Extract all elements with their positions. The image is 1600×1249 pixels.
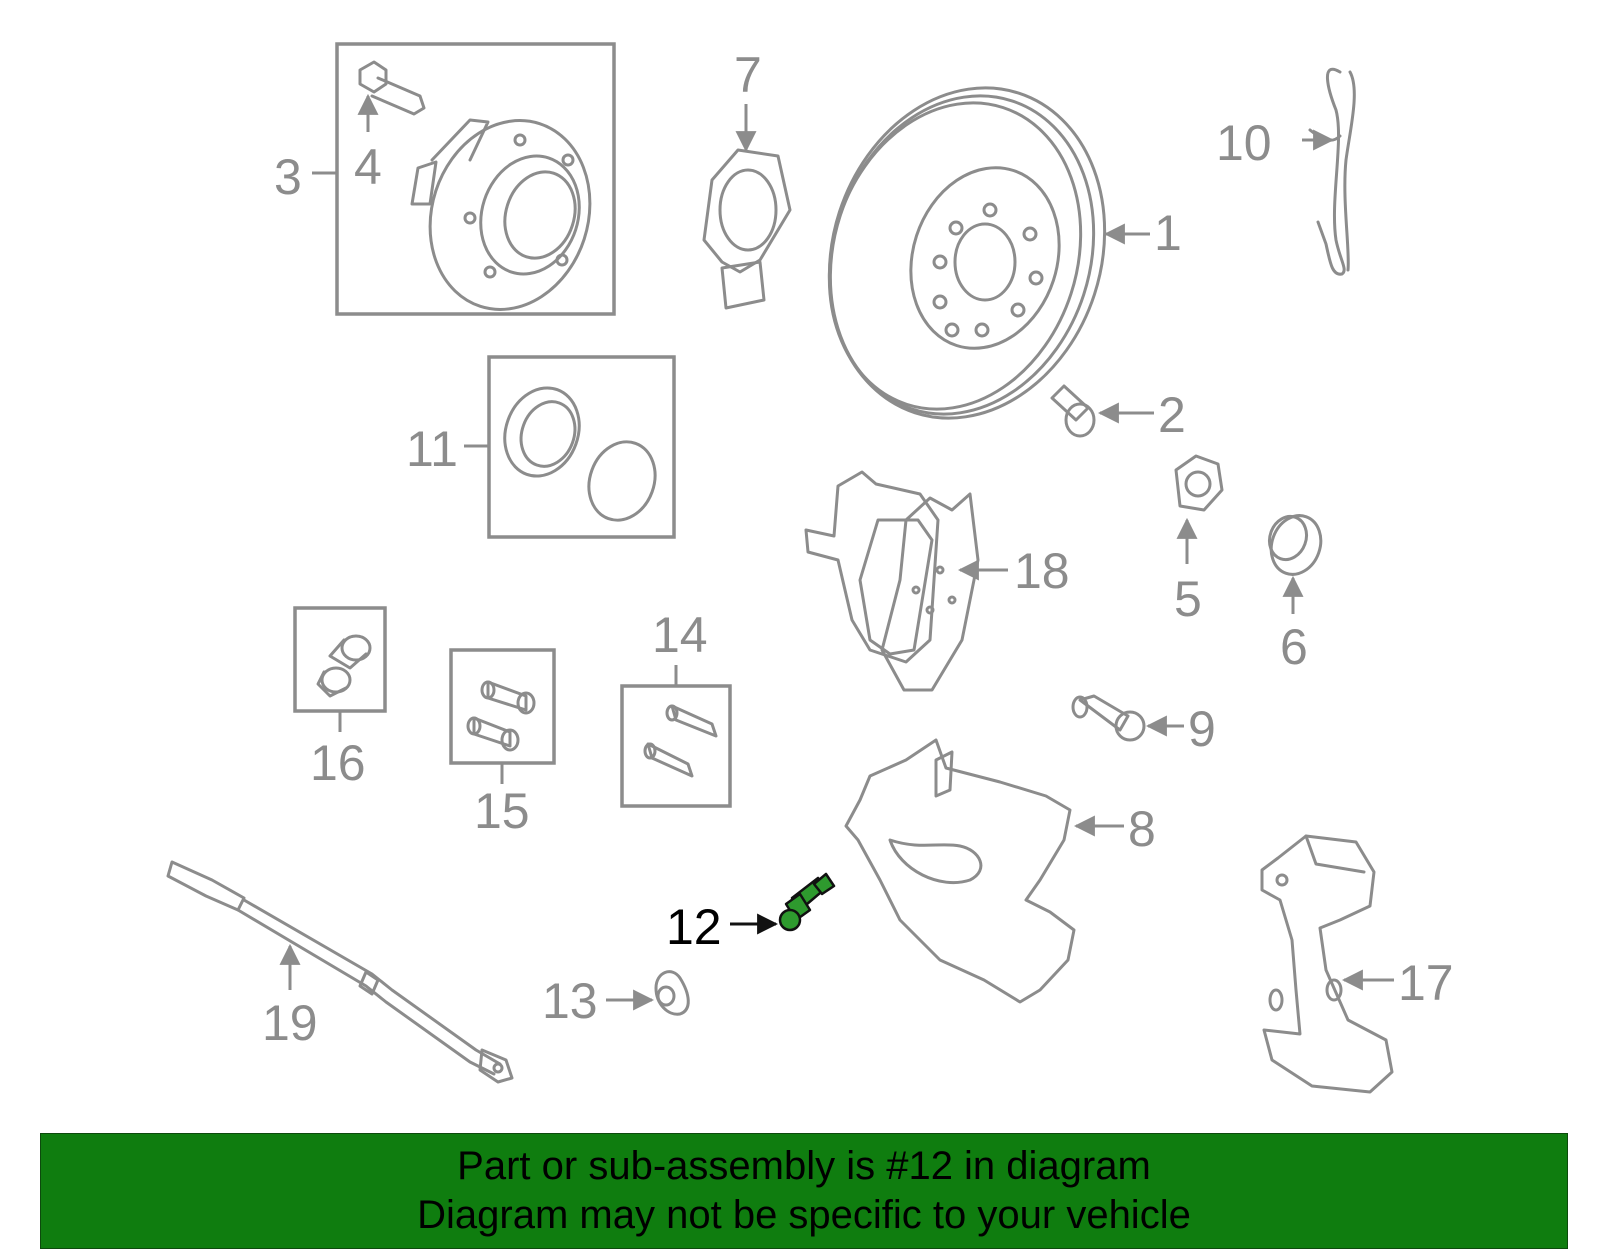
hub-nut bbox=[1174, 454, 1224, 512]
brake-hose bbox=[166, 860, 514, 1084]
rotor-screw bbox=[1050, 384, 1096, 438]
dust-shield-backing-plate bbox=[702, 148, 792, 310]
callout-3: 3 bbox=[274, 149, 302, 205]
callout-18: 18 bbox=[1014, 543, 1070, 599]
seal-kit bbox=[487, 355, 676, 539]
guide-pins bbox=[620, 684, 732, 808]
banner-line-disclaimer: Diagram may not be specific to your vehi… bbox=[417, 1193, 1191, 1237]
callout-15: 15 bbox=[474, 783, 530, 839]
callout-9: 9 bbox=[1188, 701, 1216, 757]
brake-pads bbox=[804, 470, 980, 692]
callout-7: 7 bbox=[734, 47, 762, 103]
callout-5: 5 bbox=[1174, 571, 1202, 627]
caliper-bolt bbox=[1071, 694, 1146, 742]
callout-8: 8 bbox=[1128, 801, 1156, 857]
callout-4: 4 bbox=[354, 139, 382, 195]
bleeder-cap bbox=[654, 970, 690, 1016]
callout-10: 10 bbox=[1216, 115, 1272, 171]
dust-cap bbox=[1267, 514, 1323, 576]
caliper-bracket bbox=[1260, 834, 1394, 1094]
callout-14: 14 bbox=[652, 607, 708, 663]
callout-6: 6 bbox=[1280, 619, 1308, 675]
info-banner: Part or sub-assembly is #12 in diagram D… bbox=[40, 1133, 1568, 1249]
brake-caliper bbox=[844, 738, 1076, 1004]
guide-bushings bbox=[449, 648, 556, 765]
callout-16: 16 bbox=[310, 735, 366, 791]
wear-indicator-spring bbox=[1308, 67, 1356, 276]
callout-1: 1 bbox=[1154, 205, 1182, 261]
bleeder-screw-highlighted bbox=[778, 872, 836, 932]
callout-13: 13 bbox=[542, 973, 598, 1029]
callout-2: 2 bbox=[1158, 387, 1186, 443]
callout-12: 12 bbox=[666, 899, 722, 955]
callout-17: 17 bbox=[1398, 955, 1454, 1011]
brake-rotor bbox=[827, 86, 1107, 420]
callout-11: 11 bbox=[406, 421, 458, 477]
callout-19: 19 bbox=[262, 995, 318, 1051]
banner-line-part: Part or sub-assembly is #12 in diagram bbox=[457, 1144, 1151, 1188]
caliper-boots bbox=[293, 606, 387, 713]
hub-bearing-assembly bbox=[335, 42, 616, 316]
